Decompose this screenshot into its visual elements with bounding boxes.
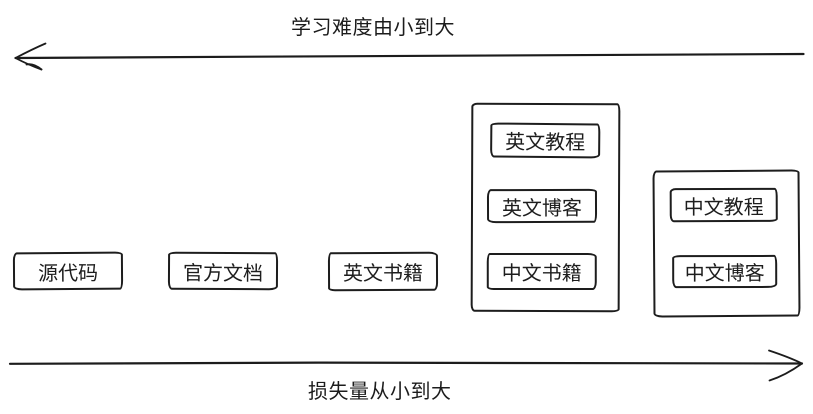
top-axis-label: 学习难度由小到大 <box>291 15 455 39</box>
official-docs-label: 官方文档 <box>182 260 264 285</box>
chinese-blogs-label: 中文博客 <box>684 260 765 286</box>
official-docs-box: 官方文档 <box>167 251 279 291</box>
source-code-label: 源代码 <box>37 260 99 285</box>
source-code-box: 源代码 <box>12 251 124 291</box>
chinese-blogs-box: 中文博客 <box>672 254 778 289</box>
chinese-tutorials-box: 中文教程 <box>669 187 778 223</box>
chinese-resources-group: 中文教程 中文博客 <box>652 169 801 318</box>
chinese-books-label: 中文书籍 <box>501 260 582 286</box>
english-resources-group: 英文教程 英文博客 中文书籍 <box>470 102 621 313</box>
difficulty-arrow-left-icon <box>14 42 805 71</box>
english-tutorials-box: 英文教程 <box>490 122 601 159</box>
english-books-label: 英文书籍 <box>342 260 424 286</box>
english-books-box: 英文书籍 <box>327 251 439 292</box>
chinese-tutorials-label: 中文教程 <box>683 194 764 219</box>
bottom-axis-label: 损失量从小到大 <box>308 379 452 403</box>
english-blogs-label: 英文博客 <box>501 195 583 220</box>
english-blogs-box: 英文博客 <box>486 188 598 224</box>
english-tutorials-label: 英文教程 <box>505 129 586 155</box>
chinese-books-box: 中文书籍 <box>486 252 597 291</box>
